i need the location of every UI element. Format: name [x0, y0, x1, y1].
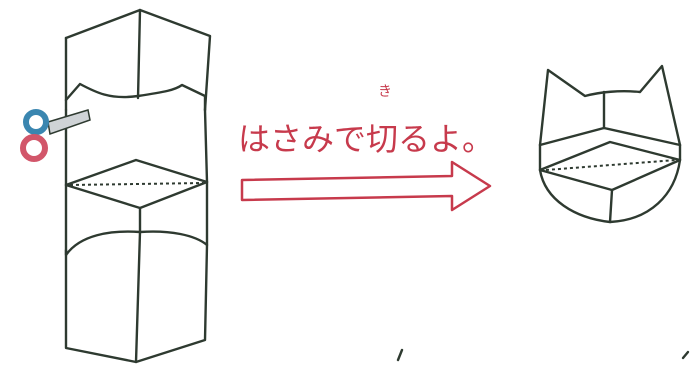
cat-head-result	[538, 64, 682, 224]
cut-guide-dashes	[69, 182, 204, 186]
scissors-handle-blue	[23, 109, 49, 135]
folded-paper-tower	[64, 8, 212, 364]
cat-head-ears	[538, 64, 682, 147]
tower-top-edge	[64, 8, 212, 112]
cat-head-chin-fold	[608, 188, 614, 224]
scissors-icon	[20, 109, 91, 162]
tower-right-mid-edge	[203, 108, 209, 184]
ink-mark	[681, 350, 690, 360]
tower-center-upper-fold	[136, 8, 142, 100]
scissors-handle-red	[20, 134, 48, 162]
ink-mark	[396, 348, 404, 362]
instruction-ruby: き	[378, 84, 392, 100]
tower-lower-curve	[64, 180, 209, 257]
cat-head-diamond	[538, 140, 682, 192]
right-arrow-icon	[240, 160, 492, 212]
tower-center-bottom-fold	[134, 230, 142, 364]
cat-ears-outline	[64, 82, 207, 112]
cat-head-dashed-fold	[545, 159, 677, 171]
instruction-text: はさみで切るよ。	[238, 120, 494, 158]
scissors-blade	[47, 109, 91, 136]
